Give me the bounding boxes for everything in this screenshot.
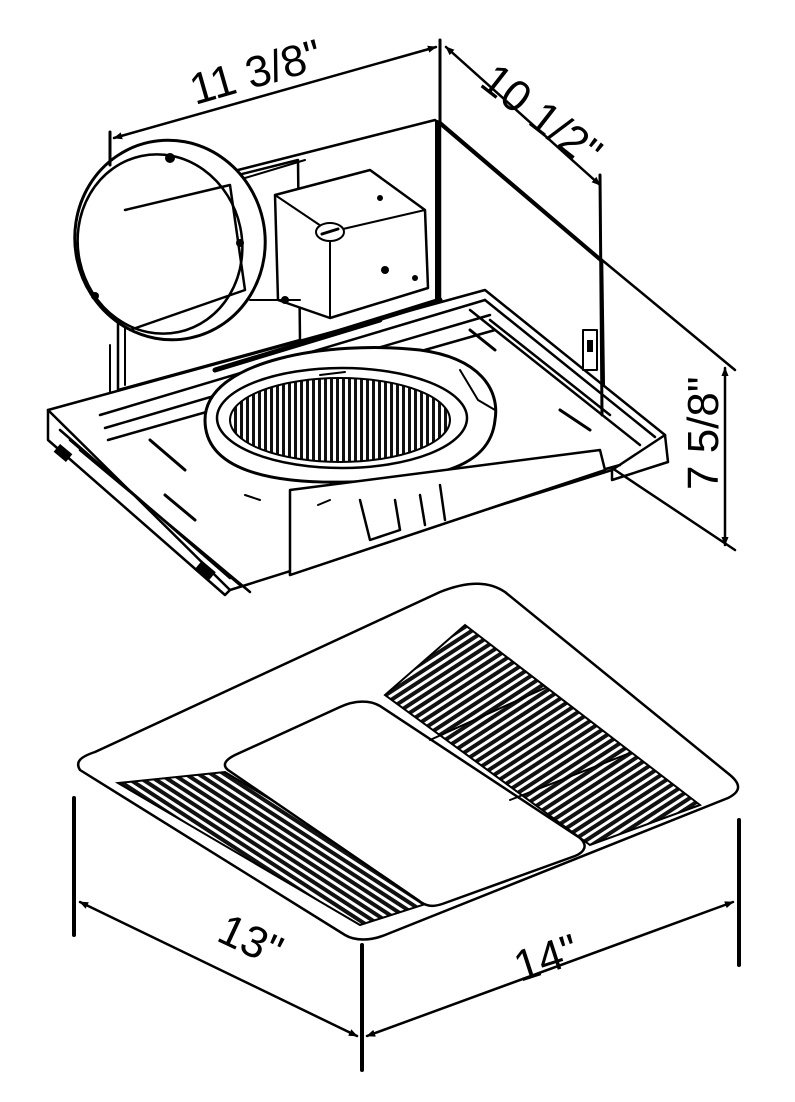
blower-wheel (203, 346, 498, 484)
fan-grille-drawing (76, 582, 740, 941)
dimension-lines (72, 38, 741, 1072)
dim-label-grille-depth: 13" (211, 905, 290, 977)
junction-box (273, 168, 430, 320)
dim-label-housing-width: 11 3/8" (184, 30, 327, 114)
dim-label-housing-depth: 10 1/2" (472, 54, 611, 178)
dim-label-housing-height: 7 5/8" (679, 377, 728, 490)
duct-collar (73, 138, 306, 342)
fan-housing-drawing (46, 118, 670, 597)
dim-label-grille-width: 14" (508, 925, 585, 992)
